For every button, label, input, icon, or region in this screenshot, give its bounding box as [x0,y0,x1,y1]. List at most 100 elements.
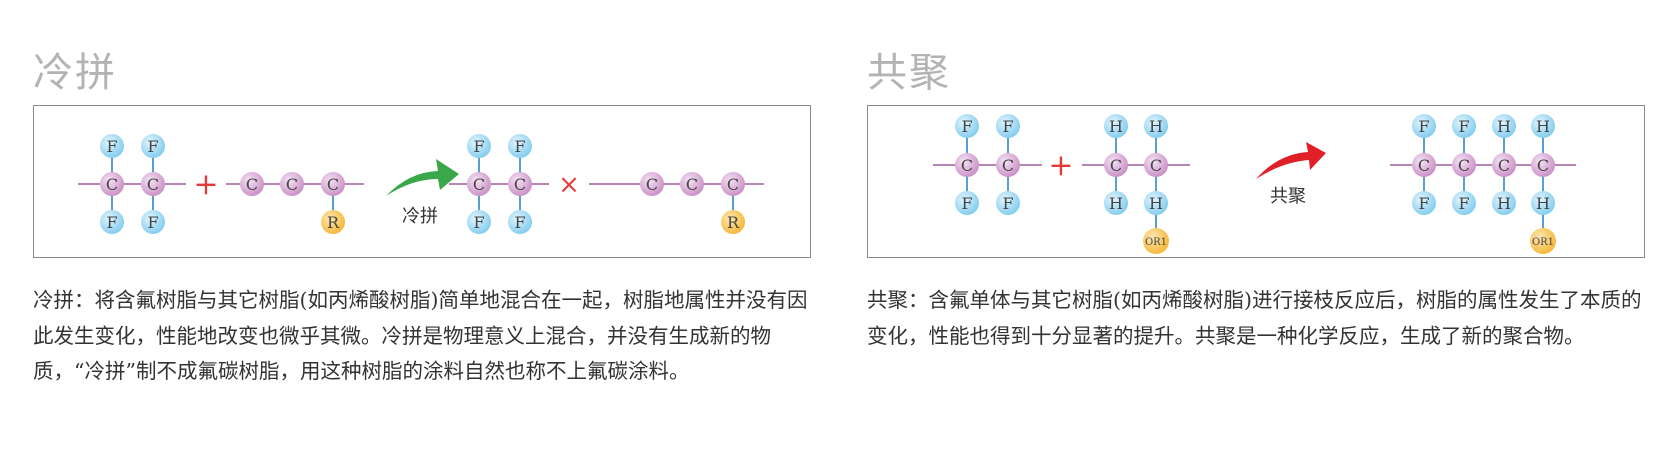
svg-text:C: C [1418,156,1430,175]
svg-text:OR1: OR1 [1532,237,1554,248]
carbon-atom: C [321,172,345,196]
fluorine-atom: F [996,191,1020,215]
copolymer-product: F F H H C C C C F F H H OR1 [1390,114,1576,254]
carbon-atom: C [1104,153,1128,177]
fluorine-atom: F [467,134,491,158]
carbon-atom: C [1452,153,1476,177]
svg-text:F: F [106,137,117,156]
carbon-atom: C [996,153,1020,177]
svg-text:C: C [1150,156,1162,175]
svg-text:F: F [147,213,158,232]
fluorine-atom: F [996,114,1020,138]
cold-blend-description: 冷拼：将含氟树脂与其它树脂(如丙烯酸树脂)简单地混合在一起，树脂地属性并没有因此… [33,288,808,383]
svg-text:C: C [246,175,258,194]
svg-text:F: F [1418,117,1429,136]
svg-text:R: R [727,213,740,232]
svg-text:F: F [106,213,117,232]
svg-text:C: C [1458,156,1470,175]
svg-text:H: H [1536,117,1550,136]
fluorine-atom: F [100,134,124,158]
svg-text:C: C [473,175,485,194]
svg-text:C: C [727,175,739,194]
other-resin-after: C C C R [589,172,764,234]
carbon-atom: C [280,172,304,196]
hydrogen-atom: H [1104,191,1128,215]
svg-text:F: F [1418,194,1429,213]
plus-sign: + [193,167,218,202]
svg-text:H: H [1109,117,1123,136]
svg-text:C: C [1002,156,1014,175]
svg-text:C: C [106,175,118,194]
arrow-label: 共聚 [1270,186,1306,207]
svg-text:C: C [961,156,973,175]
svg-text:F: F [1458,194,1469,213]
svg-text:F: F [961,194,972,213]
hydrogen-atom: H [1144,191,1168,215]
svg-text:F: F [514,137,525,156]
cold-blend-diagram-svg: F F C C F F + C C C R 冷拼 [78,134,764,234]
cross-sign: × [558,170,580,200]
carbon-atom: C [508,172,532,196]
svg-text:F: F [473,213,484,232]
svg-text:C: C [646,175,658,194]
svg-text:F: F [147,137,158,156]
carbon-atom: C [1492,153,1516,177]
svg-text:F: F [473,137,484,156]
carbon-atom: C [955,153,979,177]
svg-text:R: R [327,213,340,232]
fluorine-atom: F [141,210,165,234]
fluorine-atom: F [508,210,532,234]
fluorine-atom: F [955,191,979,215]
svg-text:C: C [1498,156,1510,175]
fluorine-atom: F [508,134,532,158]
fluorine-atom: F [1452,114,1476,138]
svg-text:C: C [286,175,298,194]
hydrogen-atom: H [1492,191,1516,215]
other-resin: H H C C H H OR1 [1082,114,1190,254]
carbon-atom: C [100,172,124,196]
carbon-atom: C [680,172,704,196]
svg-text:F: F [1002,194,1013,213]
fluorine-atom: F [467,210,491,234]
svg-text:C: C [1537,156,1549,175]
carbon-atom: C [1412,153,1436,177]
svg-text:F: F [961,117,972,136]
svg-text:C: C [147,175,159,194]
hydrogen-atom: H [1144,114,1168,138]
carbon-atom: C [721,172,745,196]
svg-text:OR1: OR1 [1145,237,1167,248]
carbon-atom: C [1531,153,1555,177]
fluorine-atom: F [100,210,124,234]
copolymer-description: 共聚：含氟单体与其它树脂(如丙烯酸树脂)进行接枝反应后，树脂的属性发生了本质的变… [867,288,1642,348]
fluorine-atom: F [1412,114,1436,138]
svg-text:H: H [1149,117,1163,136]
carbon-atom: C [240,172,264,196]
arrow-label: 冷拼 [402,206,438,227]
r-group-atom: R [321,210,345,234]
hydrogen-atom: H [1531,191,1555,215]
fluoro-monomer: F F C C F F [933,114,1042,215]
svg-text:H: H [1497,117,1511,136]
fluorine-atom: F [1412,191,1436,215]
svg-text:F: F [1458,117,1469,136]
svg-text:C: C [327,175,339,194]
hydrogen-atom: H [1492,114,1516,138]
svg-text:F: F [514,213,525,232]
plus-sign: + [1048,148,1073,183]
hydrogen-atom: H [1531,114,1555,138]
svg-text:C: C [1110,156,1122,175]
carbon-atom: C [467,172,491,196]
cold-blend-diagram: F F C C F F + C C C R 冷拼 [33,105,811,258]
or1-group-atom: OR1 [1530,228,1556,254]
green-arrow-icon [386,159,459,196]
r-group-atom: R [721,210,745,234]
other-resin: C C C R [226,172,364,234]
fluorine-atom: F [955,114,979,138]
svg-text:H: H [1149,194,1163,213]
copolymer-diagram: F F C C F F + H H C C H H OR1 [867,105,1645,258]
svg-text:F: F [1002,117,1013,136]
fluoro-monomer-after: F F C C F F [449,134,549,234]
fluoro-monomer: F F C C F F [78,134,186,234]
copolymer-diagram-svg: F F C C F F + H H C C H H OR1 [933,114,1576,254]
svg-text:H: H [1109,194,1123,213]
